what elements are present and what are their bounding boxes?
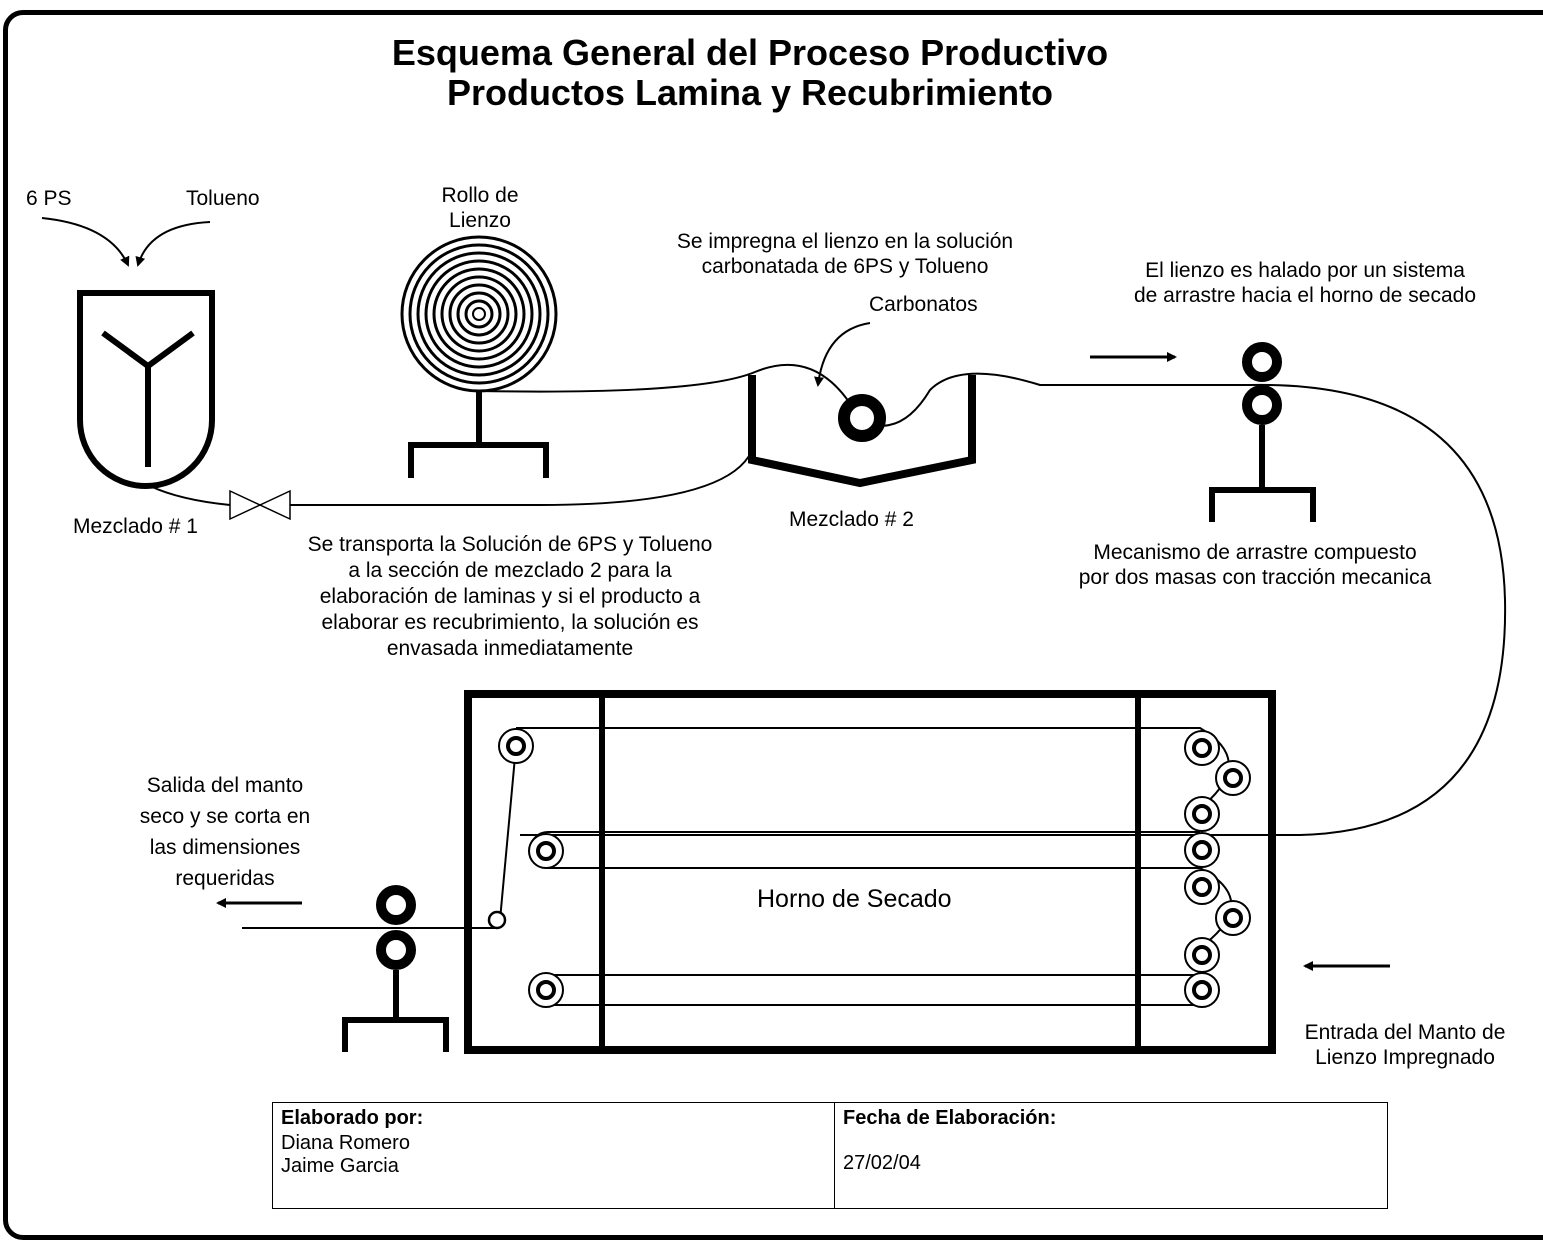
halado-line-1: El lienzo es halado por un sistema <box>1145 259 1465 282</box>
halado-line-2: de arrastre hacia el horno de secado <box>1133 284 1477 307</box>
title-line-2: Productos Lamina y Recubrimiento <box>446 72 1054 113</box>
label-impregna: Se impregna el lienzo en la solución car… <box>630 229 1060 279</box>
label-mecanismo: Mecanismo de arrastre compuesto por dos … <box>1040 540 1470 590</box>
pull-roller-bottom <box>342 885 449 1052</box>
label-mezclado-1: Mezclado # 1 <box>73 515 198 538</box>
elaborado-name-2: Jaime Garcia <box>281 1155 399 1177</box>
canvas-line <box>478 363 1507 836</box>
fecha-value: 27/02/04 <box>843 1152 921 1174</box>
fecha-cell: Fecha de Elaboración: 27/02/04 <box>834 1102 1388 1209</box>
impregna-line-1: Se impregna el lienzo en la solución <box>676 230 1014 253</box>
entrada-line-1: Entrada del Manto de <box>1304 1021 1506 1044</box>
impregna-line-2: carbonatada de 6PS y Tolueno <box>701 255 989 278</box>
tolueno-input-arrow <box>135 221 211 267</box>
ps6-input-arrow <box>41 217 130 267</box>
solution-pipe <box>149 439 756 506</box>
label-carbonatos: Carbonatos <box>869 293 978 316</box>
label-6ps: 6 PS <box>26 187 72 210</box>
mixer-1 <box>77 290 215 489</box>
info-table: Elaborado por: Diana Romero Jaime Garcia… <box>272 1102 1388 1209</box>
transporta-line-4: elaborar es recubrimiento, la solución e… <box>321 611 699 634</box>
fecha-label: Fecha de Elaboración: <box>843 1107 1057 1129</box>
salida-line-4: requeridas <box>175 867 275 890</box>
label-tolueno: Tolueno <box>186 187 260 210</box>
title-line-1: Esquema General del Proceso Productivo <box>391 32 1109 73</box>
oven-rollers <box>487 728 1251 1008</box>
label-transporta: Se transporta la Solución de 6PS y Tolue… <box>240 532 780 662</box>
transporta-line-3: elaboración de laminas y si el producto … <box>319 585 701 608</box>
label-halado: El lienzo es halado por un sistema de ar… <box>1090 258 1520 308</box>
label-entrada: Entrada del Manto de Lienzo Impregnado <box>1275 1020 1535 1070</box>
rollo-line-1: Rollo de <box>441 184 519 207</box>
transporta-line-1: Se transporta la Solución de 6PS y Tolue… <box>307 533 713 556</box>
oven-belts <box>499 727 1233 1006</box>
transporta-line-5: envasada inmediatamente <box>386 637 634 660</box>
page-title: Esquema General del Proceso Productivo P… <box>0 33 1500 113</box>
entrada-line-2: Lienzo Impregnado <box>1315 1046 1495 1069</box>
drying-oven <box>464 690 1276 1054</box>
salida-line-2: seco y se corta en <box>139 805 311 828</box>
rollo-line-2: Lienzo <box>449 209 511 232</box>
elaborado-cell: Elaborado por: Diana Romero Jaime Garcia <box>272 1102 835 1209</box>
elaborado-name-1: Diana Romero <box>281 1132 410 1154</box>
salida-line-1: Salida del manto <box>146 774 304 797</box>
label-rollo: Rollo de Lienzo <box>420 183 540 233</box>
salida-line-3: las dimensiones <box>149 836 301 859</box>
mecanismo-line-1: Mecanismo de arrastre compuesto <box>1093 541 1417 564</box>
label-mezclado-2: Mezclado # 2 <box>789 508 914 531</box>
carbonatos-arrow <box>814 322 871 387</box>
mixer-2 <box>748 375 976 488</box>
label-salida: Salida del manto seco y se corta en las … <box>110 770 340 894</box>
label-horno: Horno de Secado <box>757 885 952 913</box>
mecanismo-line-2: por dos masas con tracción mecanica <box>1078 566 1432 589</box>
valve-icon <box>229 489 291 521</box>
elaborado-label: Elaborado por: <box>281 1107 424 1129</box>
pull-roller-top <box>1209 342 1316 522</box>
table-row: Elaborado por: Diana Romero Jaime Garcia… <box>272 1102 1388 1209</box>
transporta-line-2: a la sección de mezclado 2 para la <box>348 559 672 582</box>
canvas-roll <box>400 235 558 478</box>
